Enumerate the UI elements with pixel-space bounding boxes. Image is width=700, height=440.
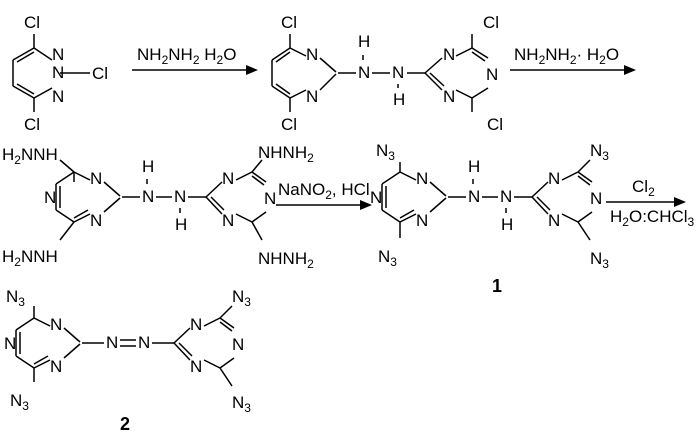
atom-n: N [306,45,318,64]
atom-n: N [443,45,455,64]
atom-cl: Cl [281,115,297,134]
hydrazino-group: NHNH2 [258,143,314,165]
azide-group: N3 [590,249,609,271]
atom-n: N [142,187,154,206]
hydrazino-group: NHNH2 [258,249,314,271]
atom-h: H [142,157,154,176]
atom-n: N [358,63,370,82]
atom-h: H [175,215,187,234]
reagent-step2: NH2NH2· H2O [514,45,619,67]
reagent-step1: NH2NH2 H2O [137,45,236,67]
atom-n: N [486,65,498,84]
atom-cl: Cl [24,115,40,134]
atom-n: N [468,187,480,206]
atom-n: N [306,87,318,106]
reaction-arrow-step4: Cl2 H2O:CHCl3 [606,177,695,229]
atom-cl: Cl [281,13,297,32]
atom-n: N [138,333,150,352]
atom-n: N [416,211,428,230]
atom-cl: Cl [92,64,108,83]
atom-cl: Cl [483,13,499,32]
atom-n: N [190,357,202,376]
atom-n: N [90,211,102,230]
atom-n: N [222,211,234,230]
atom-n: N [190,315,202,334]
atom-h: H [393,90,405,109]
atom-h: H [501,215,513,234]
azide-group: N3 [590,141,609,163]
azide-group: N3 [376,141,395,163]
atom-n: N [52,63,64,82]
reagent-step4-bottom: H2O:CHCl3 [610,207,695,229]
atom-n: N [548,211,560,230]
atom-n: N [416,169,428,188]
azide-group: N3 [10,391,29,413]
compound-1-tetraazido: N3 N N N N3 N H N H N N N N3 [370,141,609,296]
atom-n: N [52,45,64,64]
hydrazino-group: H2NNH [2,247,58,269]
reaction-arrow-step1: NH2NH2 H2O [132,45,258,75]
reaction-arrow-step3: NaNO2, HCl [276,180,372,210]
atom-n: N [50,357,62,376]
atom-n: N [264,189,276,208]
cyanuric-chloride: N N N Cl Cl Cl [12,13,108,134]
atom-n: N [90,169,102,188]
atom-cl: Cl [487,115,503,134]
atom-h: H [468,157,480,176]
azide-group: N3 [232,393,251,415]
reagent-step4-top: Cl2 [632,177,655,199]
azide-group: N3 [6,287,25,309]
atom-cl: Cl [24,13,40,32]
reaction-arrow-step2: NH2NH2· H2O [510,45,636,75]
atom-n: N [52,87,64,106]
atom-n: N [50,315,62,334]
atom-n: N [4,334,16,353]
atom-h: H [358,32,370,51]
atom-n: N [500,187,512,206]
hydrazino-group: H2NNH [2,145,58,167]
atom-n: N [370,188,382,207]
compound-number: 1 [492,276,502,296]
atom-n: N [222,169,234,188]
atom-n: N [44,188,56,207]
atom-n: N [232,335,244,354]
tetrahydrazino-intermediate: H2NNH N N N H2NNH N H N H N N N [2,143,314,271]
dichlorotriazinyl-hydrazine: N N Cl Cl N H N H N N N Cl Cl [271,13,503,134]
atom-n: N [590,189,602,208]
azide-group: N3 [232,287,251,309]
atom-n: N [106,333,118,352]
atom-n: N [174,187,186,206]
azide-group: N3 [378,247,397,269]
reagent-step3: NaNO2, HCl [278,180,370,202]
atom-n: N [392,63,404,82]
compound-number: 2 [120,414,130,434]
atom-n: N [443,87,455,106]
atom-n: N [548,169,560,188]
compound-2-azo: N3 N N N N3 N N N N N N3 N3 2 [4,287,251,434]
